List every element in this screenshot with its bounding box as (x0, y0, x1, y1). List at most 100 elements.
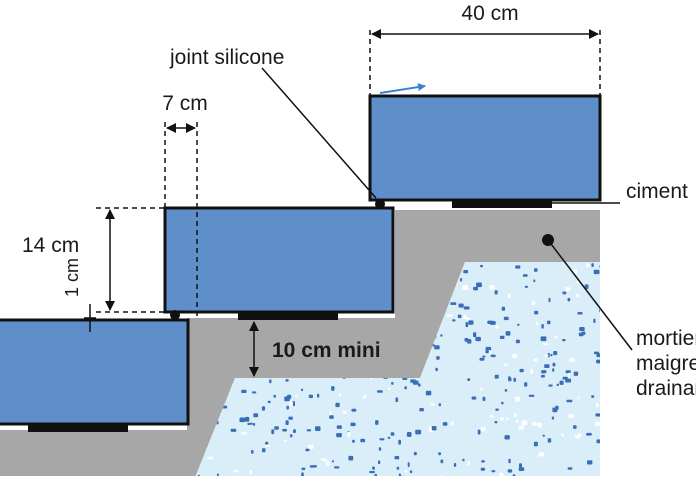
gravel-speck (241, 431, 247, 435)
gravel-speck (585, 263, 590, 268)
gravel-speck (467, 460, 471, 466)
gravel-speck (369, 471, 375, 474)
gravel-speck (577, 312, 583, 315)
gravel-speck (515, 339, 520, 344)
gravel-speck (508, 377, 512, 382)
gravel-speck (308, 394, 313, 399)
gravel-speck (250, 422, 253, 425)
gravel-speck (286, 405, 289, 410)
gravel-speck (360, 438, 366, 443)
gravel-speck (542, 434, 545, 437)
gravel-speck (515, 396, 521, 402)
min-10-label: 10 cm mini (272, 339, 381, 362)
gravel-speck (491, 470, 496, 473)
gravel-speck (495, 325, 499, 329)
gravel-speck (542, 343, 549, 346)
gravel-speck (479, 357, 485, 361)
gravel-speck (473, 286, 478, 291)
gravel-speck (458, 303, 464, 308)
gravel-speck (599, 265, 600, 268)
gravel-speck (569, 358, 575, 362)
gravel-speck (452, 319, 456, 322)
gravel-speck (544, 354, 549, 357)
gravel-speck (475, 336, 481, 342)
gravel-speck (251, 450, 254, 454)
gravel-speck (440, 334, 443, 337)
gravel-speck (435, 367, 438, 372)
gravel-speck (372, 466, 375, 470)
gravel-speck (540, 374, 545, 378)
gravel-speck (568, 372, 571, 378)
gravel-speck (282, 428, 287, 432)
gravel-speck (593, 351, 600, 355)
gravel-speck (288, 416, 293, 420)
gravel-speck (480, 427, 486, 432)
gravel-speck (556, 383, 559, 387)
gravel-speck (301, 388, 304, 392)
cement-pad-bottom (28, 424, 128, 432)
gravel-speck (321, 458, 324, 461)
gravel-speck (404, 470, 408, 473)
gravel-speck (436, 356, 440, 360)
gravel-speck (447, 314, 453, 317)
gravel-speck (404, 386, 407, 390)
gravel-speck (550, 354, 553, 357)
gravel-speck (331, 460, 335, 463)
gravel-speck (577, 396, 580, 399)
gravel-speck (471, 396, 477, 400)
gravel-speck (548, 297, 551, 303)
gravel-speck (252, 423, 256, 426)
gravel-speck (267, 400, 271, 404)
gravel-speck (394, 456, 400, 460)
gravel-speck (533, 358, 538, 362)
gravel-speck (329, 411, 332, 416)
gravel-speck (261, 406, 266, 411)
gravel-speck (467, 378, 471, 381)
gravel-speck (503, 363, 508, 366)
gravel-speck (477, 429, 481, 435)
gravel-speck (252, 391, 257, 394)
gravel-speck (457, 314, 462, 319)
silicone-joint-middle (170, 310, 180, 320)
gravel-speck (547, 438, 552, 443)
gravel-speck (315, 426, 321, 431)
gravel-speck (289, 401, 293, 407)
gravel-speck (244, 416, 250, 422)
gravel-speck (305, 448, 310, 452)
gravel-speck (541, 324, 544, 329)
gravel-speck (285, 379, 289, 382)
gravel-speck (494, 421, 498, 424)
gravel-speck (350, 422, 356, 427)
gravel-speck (482, 396, 486, 401)
gravel-speck (533, 279, 536, 283)
gravel-speck (567, 297, 571, 302)
gravel-speck (334, 466, 340, 469)
gravel-speck (450, 302, 457, 305)
gravel-speck (521, 420, 528, 426)
gravel-speck (501, 306, 506, 311)
gravel-speck (578, 332, 584, 337)
gravel-speck (412, 380, 419, 385)
gravel-speck (329, 415, 334, 419)
gravel-speck (415, 429, 422, 435)
gravel-speck (418, 383, 421, 387)
gravel-speck (216, 473, 219, 477)
gravel-speck (591, 395, 595, 398)
step-block-top (368, 94, 602, 202)
gravel-speck (530, 369, 533, 374)
gravel-speck (528, 394, 535, 397)
gravel-speck (336, 433, 342, 438)
gravel-speck (485, 346, 492, 352)
gravel-speck (596, 353, 600, 358)
gravel-speck (490, 354, 496, 358)
cement-pad-middle (238, 312, 338, 320)
gravel-speck (566, 399, 573, 403)
gravel-speck (379, 438, 385, 441)
gravel-speck (505, 331, 511, 336)
gravel-speck (301, 467, 306, 471)
ciment-label: ciment (626, 180, 688, 203)
gravel-speck (538, 452, 544, 457)
gravel-speck (507, 469, 513, 473)
gravel-speck (553, 351, 558, 356)
gravel-speck (407, 462, 410, 467)
